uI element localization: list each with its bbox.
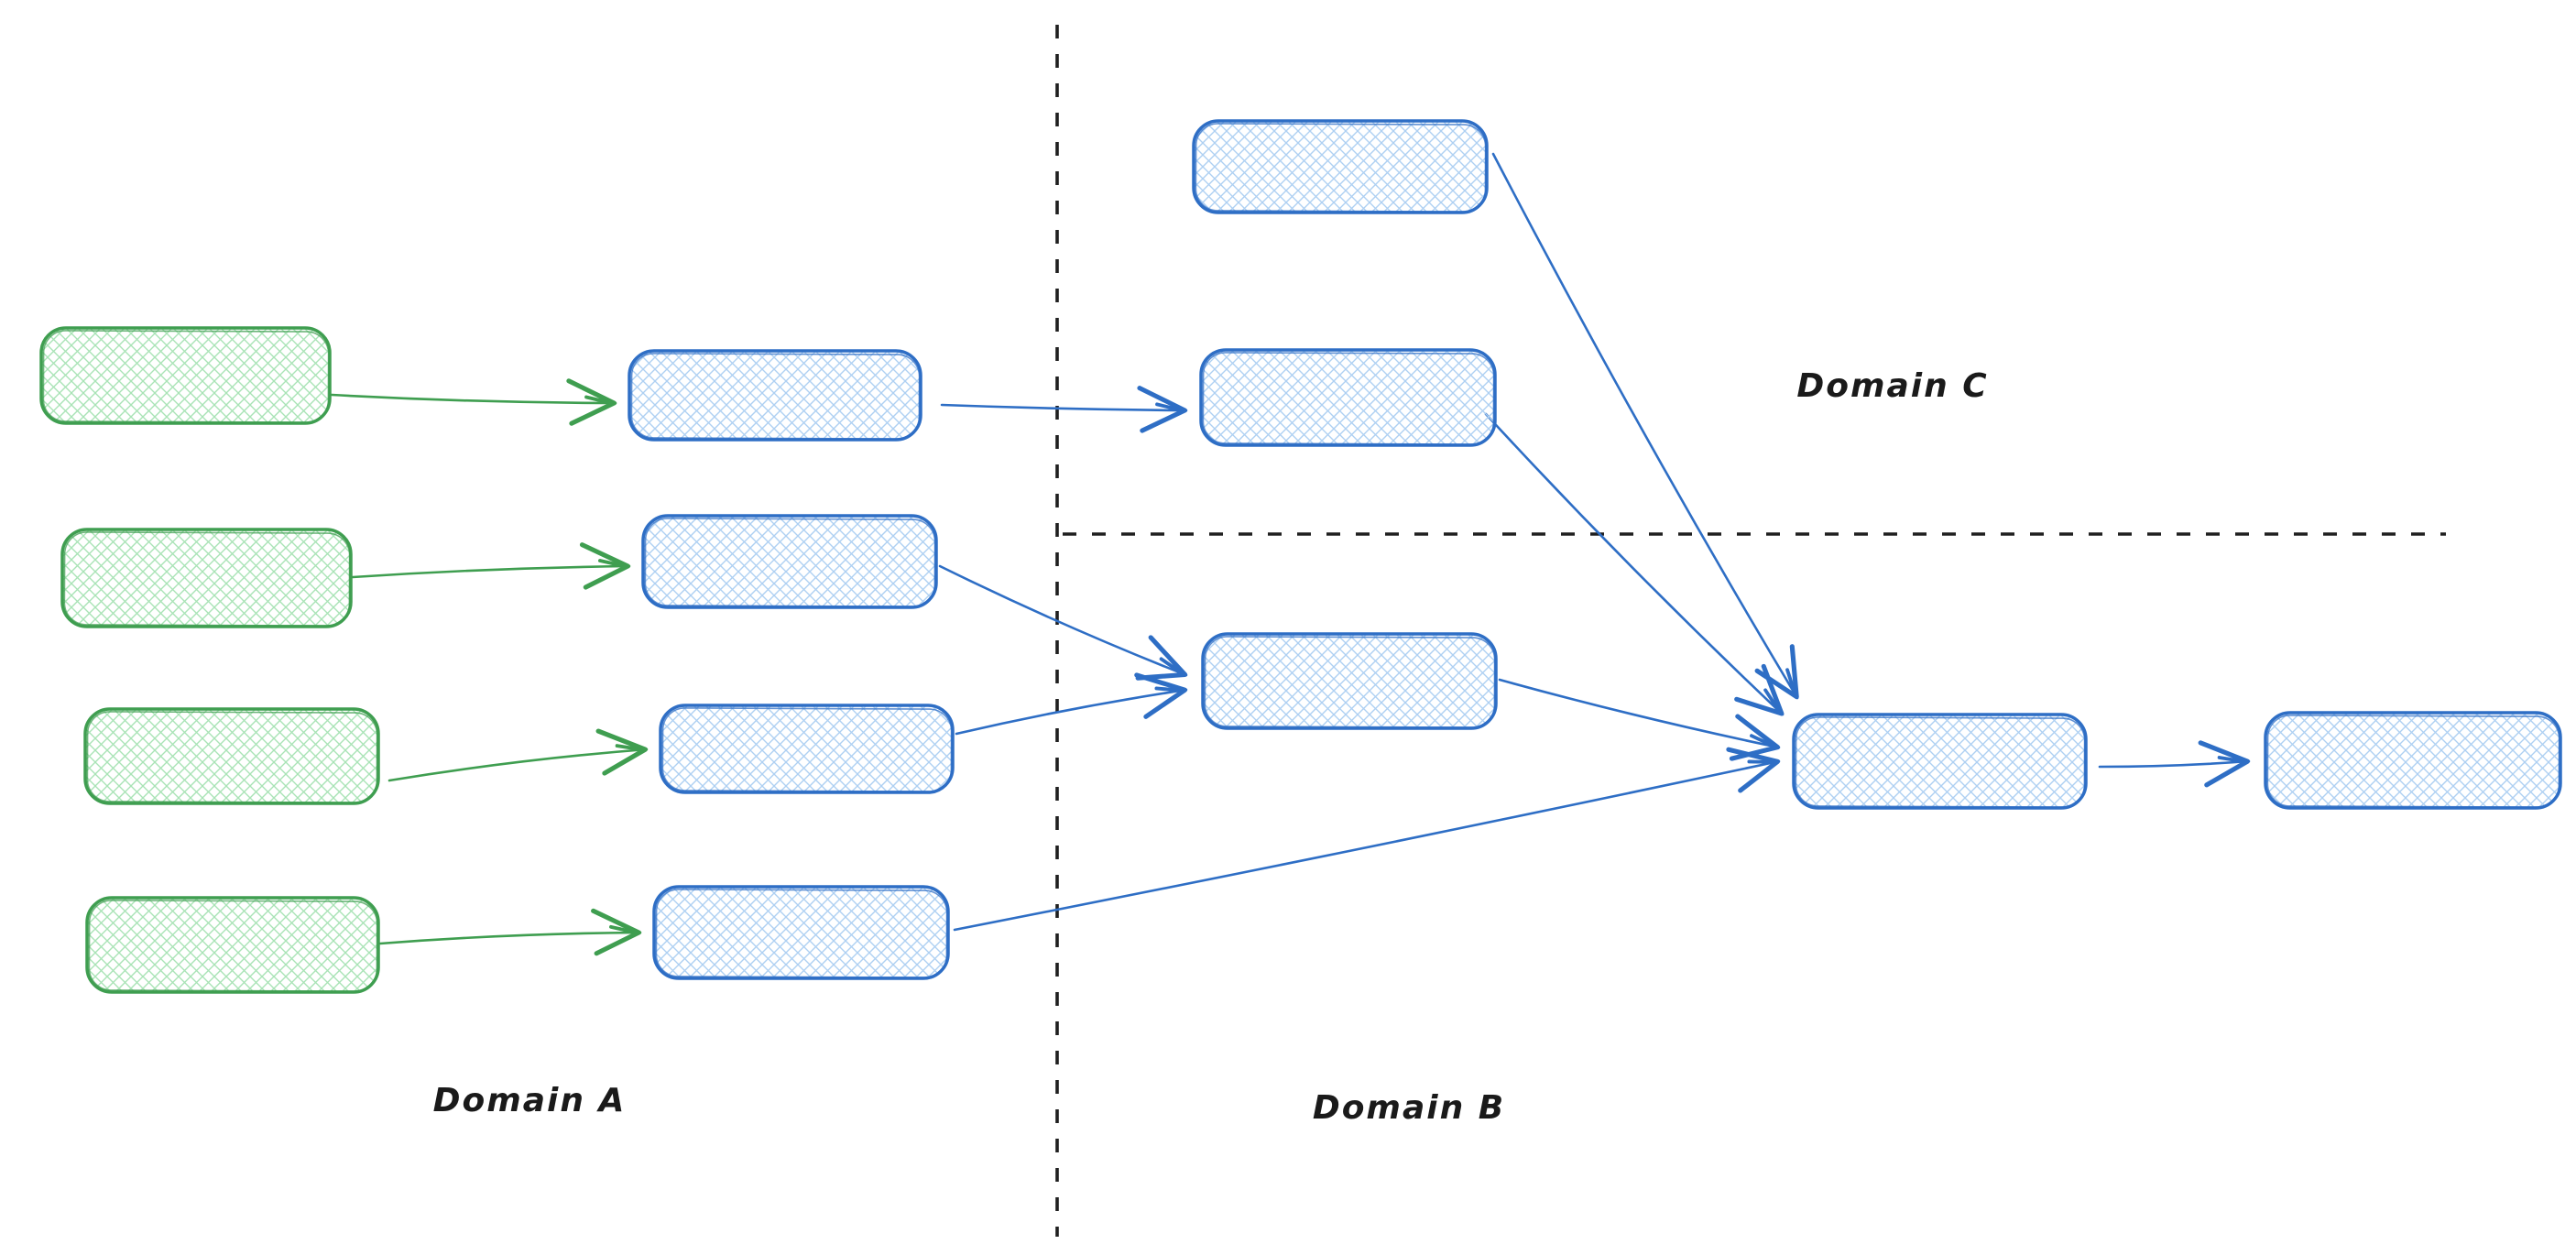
domain-a-source-1[interactable]: [39, 326, 332, 425]
domain-b-output[interactable]: [2264, 711, 2562, 810]
domain-c-node-2[interactable]: [1199, 348, 1497, 447]
arrow-process1-cnode2[interactable]: [940, 386, 1188, 433]
arrow-process2-mergenode[interactable]: [938, 564, 1188, 681]
domain-b-label[interactable]: Domain B: [1313, 1089, 1505, 1127]
domain-a-source-4[interactable]: [85, 896, 380, 994]
domain-a-source-3[interactable]: [83, 707, 380, 805]
domain-a-source-2[interactable]: [60, 528, 353, 628]
arrow-process3-mergenode[interactable]: [955, 672, 1188, 736]
domain-a-process-4[interactable]: [652, 885, 950, 980]
domain-b-merge-node[interactable]: [1201, 632, 1498, 730]
arrow-source2-process2[interactable]: [351, 542, 631, 590]
arrow-source4-process4[interactable]: [378, 908, 642, 956]
domain-a-label[interactable]: Domain A: [433, 1082, 627, 1119]
arrow-aggregator-output[interactable]: [2098, 740, 2251, 788]
arrow-cnode2-aggregator[interactable]: [1484, 412, 1785, 716]
domain-c-label[interactable]: Domain C: [1796, 367, 1988, 405]
domain-a-process-3[interactable]: [659, 704, 955, 794]
domain-a-process-2[interactable]: [641, 514, 938, 609]
arrow-source3-process3[interactable]: [387, 728, 649, 782]
arrow-process4-aggregator[interactable]: [953, 747, 1781, 932]
arrow-mergenode-aggregator[interactable]: [1498, 678, 1781, 761]
arrow-cnode1-aggregator[interactable]: [1491, 152, 1799, 700]
domain-c-node-1[interactable]: [1192, 119, 1489, 214]
arrow-source1-process1[interactable]: [330, 378, 617, 426]
domain-b-aggregator[interactable]: [1792, 713, 2088, 810]
domain-a-process-1[interactable]: [628, 349, 922, 442]
